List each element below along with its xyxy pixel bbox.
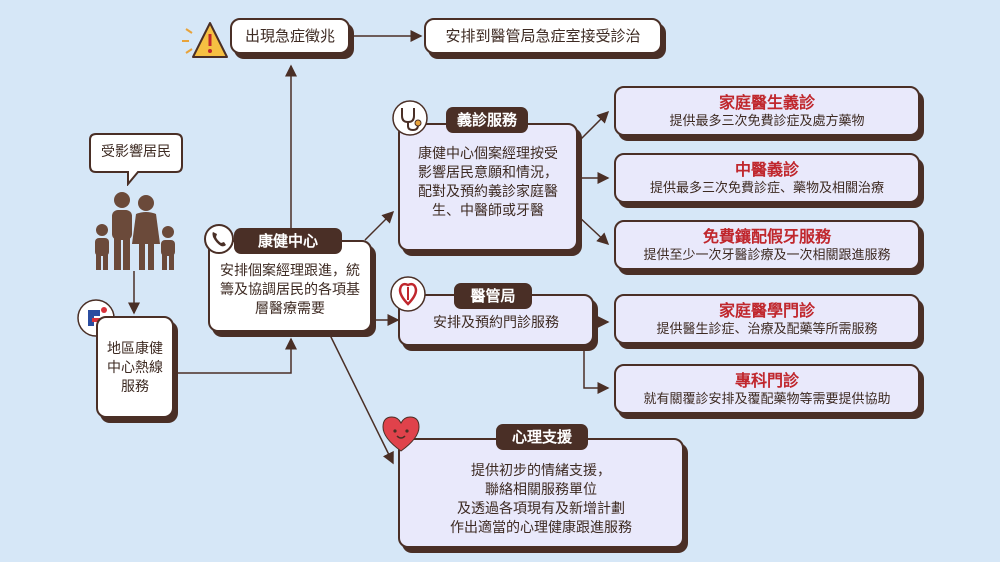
ae-box: 安排到醫管局急症室接受診治 bbox=[424, 18, 662, 54]
dhc-tag: 康健中心 bbox=[234, 228, 342, 254]
residents-label: 受影響居民 bbox=[101, 144, 171, 160]
mental-tag: 心理支援 bbox=[496, 424, 588, 450]
heart-icon bbox=[380, 414, 422, 454]
ha-tag: 醫管局 bbox=[454, 283, 532, 309]
dhc-box: 安排個案經理跟進，統籌及協調居民的各項基層醫療需要 bbox=[208, 240, 372, 332]
service-dentures: 免費鑲配假牙服務 提供至少一次牙醫診療及一次相關跟進服務 bbox=[614, 220, 920, 270]
service-desc: 提供最多三次免費診症及處方藥物 bbox=[669, 114, 865, 129]
mental-line-2: 聯絡相關服務單位 bbox=[485, 482, 597, 498]
stethoscope-icon bbox=[392, 100, 428, 136]
service-desc: 提供醫生診症、治療及配藥等所需服務 bbox=[656, 322, 878, 337]
service-desc: 提供最多三次免費診症、藥物及相關治療 bbox=[649, 181, 884, 196]
service-family-medicine-clinic: 家庭醫學門診 提供醫生診症、治療及配藥等所需服務 bbox=[614, 294, 920, 344]
volunteer-tag: 義診服務 bbox=[446, 107, 528, 133]
ha-logo-icon bbox=[390, 276, 426, 312]
hotline-label: 地區康健中心熱線服務 bbox=[107, 341, 163, 395]
mental-line-4: 作出適當的心理健康跟進服務 bbox=[450, 520, 632, 536]
warning-label: 出現急症徵兆 bbox=[244, 27, 335, 45]
service-title: 中醫義診 bbox=[734, 160, 799, 179]
service-family-doctor: 家庭醫生義診 提供最多三次免費診症及處方藥物 bbox=[614, 86, 920, 136]
mental-box: 提供初步的情緒支援， 聯絡相關服務單位 及透過各項現有及新增計劃 作出適當的心理… bbox=[398, 438, 684, 548]
mental-line-3: 及透過各項現有及新增計劃 bbox=[457, 501, 625, 517]
service-title: 家庭醫學門診 bbox=[718, 301, 815, 320]
volunteer-text: 康健中心個案經理按受影響居民意願和情況，配對及預約義診家庭醫生、中醫師或牙醫 bbox=[418, 146, 558, 219]
ha-text: 安排及預約門診服務 bbox=[433, 315, 559, 331]
dhc-text: 安排個案經理跟進，統籌及協調居民的各項基層醫療需要 bbox=[220, 263, 360, 317]
service-title: 專科門診 bbox=[734, 371, 799, 390]
service-desc: 提供至少一次牙醫診療及一次相關跟進服務 bbox=[643, 248, 891, 263]
volunteer-box: 康健中心個案經理按受影響居民意願和情況，配對及預約義診家庭醫生、中醫師或牙醫 bbox=[398, 123, 578, 251]
service-specialist-clinic: 專科門診 就有關覆診安排及覆配藥物等需要提供協助 bbox=[614, 364, 920, 414]
hotline-box: 地區康健中心熱線服務 bbox=[96, 316, 174, 418]
service-title: 家庭醫生義診 bbox=[718, 93, 815, 112]
warning-icon bbox=[180, 17, 230, 63]
phone-icon bbox=[204, 224, 234, 254]
service-title: 免費鑲配假牙服務 bbox=[702, 227, 831, 246]
service-chinese-medicine: 中醫義診 提供最多三次免費診症、藥物及相關治療 bbox=[614, 153, 920, 203]
speech-bubble-icon: 受影響居民 bbox=[88, 132, 184, 187]
family-icon bbox=[88, 190, 180, 274]
service-desc: 就有關覆診安排及覆配藥物等需要提供協助 bbox=[643, 392, 891, 407]
mental-line-1: 提供初步的情緒支援， bbox=[471, 463, 611, 479]
ae-label: 安排到醫管局急症室接受診治 bbox=[445, 27, 641, 45]
warning-box: 出現急症徵兆 bbox=[230, 18, 350, 54]
